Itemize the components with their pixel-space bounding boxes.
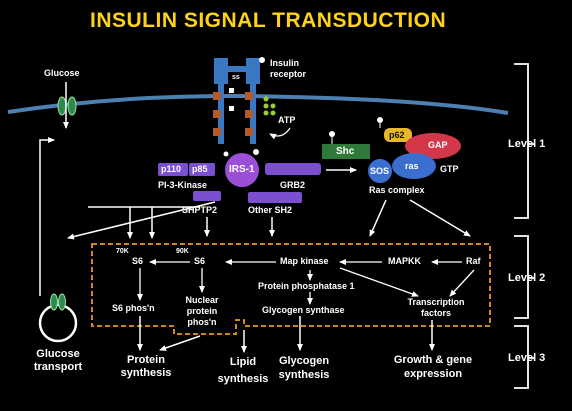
mapkk-label: MAPKK: [388, 256, 421, 266]
gap-shape: [405, 133, 461, 159]
arrow-ras-down-left: [369, 199, 387, 237]
s6-phos-label: S6 phos'n: [112, 303, 155, 313]
ss-label: ss: [232, 74, 240, 81]
gtp-label: GTP: [440, 164, 459, 174]
p85-box: [189, 163, 215, 176]
70k-label: 70K: [116, 248, 129, 255]
level2-dashed-box: [91, 243, 491, 335]
level1-label: Level 1: [508, 138, 546, 150]
diagram-title: INSULIN SIGNAL TRANSDUCTION: [90, 9, 447, 32]
nuclear-label-1: Nuclear: [185, 295, 219, 305]
glucose-label: Glucose: [44, 68, 80, 78]
atp-label: ATP: [278, 115, 296, 125]
sos-circle: [368, 159, 392, 183]
arrow-to-glucose-transport: [67, 201, 216, 240]
cell-membrane: [7, 94, 509, 115]
irs1-label: IRS-1: [229, 164, 255, 175]
pi3k-label: PI-3-Kinase: [158, 180, 208, 190]
map-kinase-label: Map kinase: [280, 256, 329, 266]
glucose-transport-label-2: transport: [33, 361, 83, 373]
glucose-transport-loop: [39, 137, 55, 296]
transcription-label-2: factors: [420, 308, 451, 318]
lipid-synthesis-label-1: Lipid: [229, 356, 257, 368]
arrow-to-protein-synthesis-b: [159, 335, 201, 351]
level2-bracket: [514, 235, 529, 319]
glycogen-synthesis-label-2: synthesis: [278, 369, 330, 381]
glucose-transporter-membrane: [57, 96, 77, 116]
irs1-circle: [225, 153, 259, 187]
other-sh2-label: Other SH2: [248, 205, 293, 215]
transcription-label-1: Transcription: [407, 297, 465, 307]
s6-left-label: S6: [132, 256, 144, 266]
growth-label-1: Growth & gene: [393, 354, 473, 366]
receptor-label-2: receptor: [270, 69, 307, 79]
ras-complex-label: Ras complex: [369, 185, 425, 195]
level3-label: Level 3: [508, 352, 546, 364]
protein-phosphatase-label: Protein phosphatase 1: [258, 281, 355, 291]
shptp2-box: [193, 191, 221, 201]
other-sh2-box: [248, 192, 302, 203]
protein-synthesis-label-2: synthesis: [120, 367, 172, 379]
p62-label: p62: [389, 130, 405, 140]
phosphate-groups: [263, 96, 276, 116]
raf-to-transcription: [449, 269, 475, 297]
sos-label: SOS: [370, 166, 390, 176]
shc-box: [322, 144, 370, 159]
90k-label: 90K: [176, 248, 189, 255]
level1-bracket: [514, 63, 529, 219]
p110-box: [158, 163, 188, 176]
atp-curve-arrow: [269, 127, 291, 140]
level3-bracket: [514, 325, 529, 389]
glucose-transport-label-1: Glucose: [36, 348, 80, 360]
gap-label: GAP: [428, 140, 448, 150]
level2-label: Level 2: [508, 272, 546, 284]
growth-label-2: expression: [403, 368, 463, 380]
arrow-ras-down-right: [409, 199, 471, 237]
p110-label: p110: [161, 164, 182, 174]
glycogen-synthesis-label-1: Glycogen: [278, 355, 330, 367]
grb2-box: [265, 163, 321, 175]
raf-label: Raf: [466, 256, 481, 266]
receptor-label-1: Insulin: [270, 58, 299, 68]
glycogen-synthase-label: Glycogen synthase: [262, 305, 345, 315]
p62-box: [384, 128, 412, 142]
nuclear-label-2: protein: [186, 306, 218, 316]
ras-shape: [392, 153, 436, 179]
ras-label: ras: [405, 161, 419, 171]
receptor-kinase-domains: [213, 88, 253, 136]
nuclear-label-3: phos'n: [187, 317, 217, 327]
shptp2-label: SHPTP2: [182, 205, 218, 215]
glucose-vesicle: [38, 303, 78, 343]
grb2-label: GRB2: [280, 180, 306, 190]
shc-label: Shc: [336, 146, 355, 157]
s6-right-label: S6: [194, 256, 206, 266]
mapk-to-transcription: [339, 267, 419, 297]
insulin-receptor: [214, 57, 265, 144]
lipid-synthesis-label-2: synthesis: [217, 373, 269, 385]
protein-synthesis-label-1: Protein: [127, 354, 165, 366]
p85-label: p85: [192, 164, 208, 174]
